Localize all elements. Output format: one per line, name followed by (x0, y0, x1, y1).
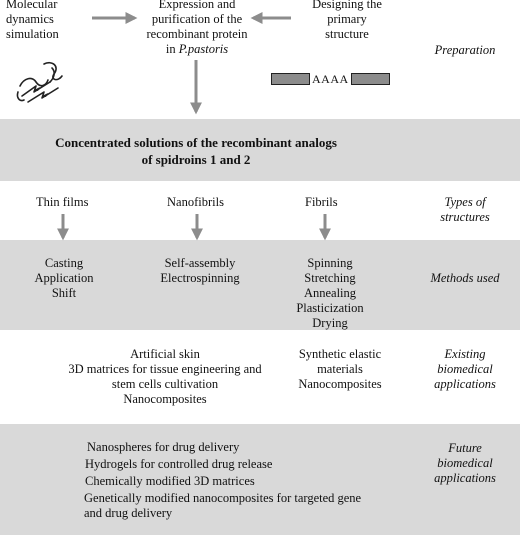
band-methods (0, 240, 520, 330)
design-primary-text: Designing the primary structure (312, 0, 382, 41)
future-item: Hydrogels for controlled drug release (85, 457, 273, 471)
future-applications-list: Nanospheres for drug delivery Hydrogels … (84, 440, 404, 521)
future-item: Genetically modified nanocomposites for … (84, 491, 362, 520)
structure-thin-films: Thin films (36, 195, 89, 209)
structure-fibrils: Fibrils (305, 195, 338, 209)
protein-ribbon-icon (16, 61, 63, 103)
concentrated-solutions-title: Concentrated solutions of the recombinan… (55, 135, 337, 167)
sequence-text: AAAA (312, 71, 349, 86)
future-item: Nanospheres for drug delivery (87, 440, 240, 454)
methods-nanofibrils: Self-assembly Electrospinning (160, 256, 240, 285)
sequence-segment-left (271, 73, 310, 85)
primary-sequence: AAAA (271, 72, 390, 86)
host-organism-text: P.pastoris (178, 42, 229, 56)
methods-fibrils: Spinning Stretching Annealing Plasticiza… (296, 256, 364, 330)
expression-main-text: Expression and purification of the recom… (146, 0, 248, 56)
existing-applications-left: Artificial skin 3D matrices for tissue e… (68, 347, 262, 406)
row-label-existing: Existing biomedical applications (434, 347, 496, 391)
row-label-preparation: Preparation (434, 43, 496, 57)
row-label-methods: Methods used (430, 271, 500, 285)
expression-text: Expression and purification of the recom… (130, 0, 264, 57)
row-label-future: Future biomedical applications (434, 441, 496, 485)
row-label-types: Types of structures (440, 195, 490, 224)
sequence-segment-right (350, 73, 390, 85)
structure-nanofibrils: Nanofibrils (167, 195, 224, 209)
existing-applications-right: Synthetic elastic materials Nanocomposit… (298, 347, 382, 391)
methods-thin-films: Casting Application Shift (34, 256, 94, 300)
molecular-dynamics-text: Molecular dynamics simulation (6, 0, 59, 41)
band-future (0, 424, 520, 535)
band-concentrated (0, 119, 520, 181)
future-item: Chemically modified 3D matrices (85, 474, 255, 488)
